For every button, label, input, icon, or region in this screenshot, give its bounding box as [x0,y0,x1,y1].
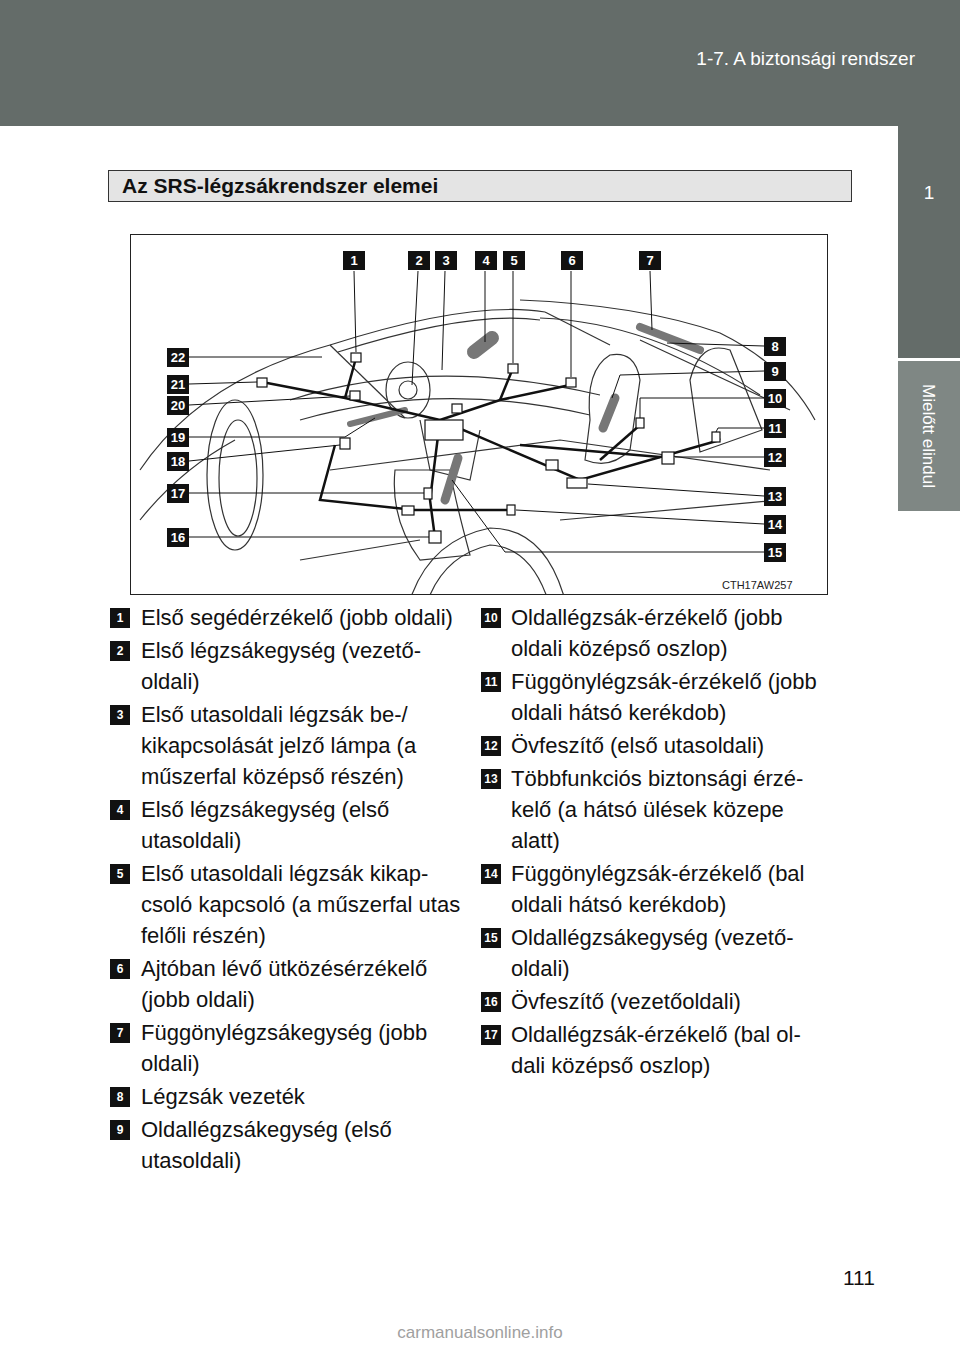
item-number: 10 [481,608,501,628]
item-number: 4 [110,800,130,820]
item-number: 5 [110,864,130,884]
item-text: Függönylégzsákegység (jobb oldali) [141,1017,471,1079]
callout-number: 1 [343,251,365,270]
item-text: Övfeszítő (vezetőoldali) [511,986,833,1017]
callout-number: 14 [764,515,786,534]
item-number: 8 [110,1087,130,1107]
item-text: Első segédérzékelő (jobb oldali) [141,602,471,633]
callout-number: 7 [639,251,661,270]
callout-number: 20 [167,396,189,415]
item-text: Első légzsákegység (első utasoldali) [141,794,471,856]
item-number: 9 [110,1120,130,1140]
page-number: 111 [843,1265,875,1291]
item-number: 7 [110,1023,130,1043]
callout-number: 21 [167,375,189,394]
callout-number: 9 [764,362,786,381]
chapter-tab [898,126,960,358]
item-text: Első utasoldali légzsák kikap- csoló kap… [141,858,471,951]
item-number: 3 [110,705,130,725]
callout-number: 15 [764,543,786,562]
item-number: 17 [481,1025,501,1045]
item-text: Oldallégzsákegység (első utasoldali) [141,1114,471,1176]
car-illustration [140,300,815,594]
heading-box [109,171,852,202]
figure-code: CTH17AW257 [722,579,793,592]
item-number: 14 [481,864,501,884]
chapter-number: 1 [898,181,960,205]
item-text: Oldallégzsák-érzékelő (bal ol- dali közé… [511,1019,833,1081]
item-text: Övfeszítő (első utasoldali) [511,730,833,761]
item-text: Oldallégzsákegység (vezető- oldali) [511,922,833,984]
callout-number: 22 [167,348,189,367]
callout-number: 13 [764,487,786,506]
callout-number: 11 [764,419,786,438]
item-number: 2 [110,641,130,661]
header-band [0,0,960,126]
item-number: 16 [481,992,501,1012]
callout-number: 8 [764,337,786,356]
callout-number: 2 [408,251,430,270]
callout-number: 3 [435,251,457,270]
callout-number: 17 [167,484,189,503]
item-number: 13 [481,769,501,789]
item-number: 1 [110,608,130,628]
callout-number: 12 [764,448,786,467]
item-text: Ajtóban lévő ütközésérzékelő (jobb oldal… [141,953,471,1015]
item-text: Első utasoldali légzsák be-/ kikapcsolás… [141,699,471,792]
item-number: 15 [481,928,501,948]
chapter-name-tab [898,361,960,511]
item-text: Első légzsákegység (vezető- oldali) [141,635,471,697]
leader-lines [189,271,764,552]
watermark: carmanualsonline.info [0,1322,960,1344]
callout-number: 19 [167,428,189,447]
item-text: Többfunkciós biztonsági érzé- kelő (a há… [511,763,833,856]
item-number: 11 [481,672,501,692]
callout-number: 18 [167,452,189,471]
item-text: Függönylégzsák-érzékelő (bal oldali háts… [511,858,833,920]
callout-number: 5 [503,251,525,270]
callout-number: 10 [764,389,786,408]
item-number: 6 [110,959,130,979]
callout-number: 6 [561,251,583,270]
running-header: 1-7. A biztonsági rendszer [696,47,915,71]
item-text: Függönylégzsák-érzékelő (jobb oldali hát… [511,666,833,728]
callout-number: 4 [475,251,497,270]
item-text: Légzsák vezeték [141,1081,471,1112]
item-number: 12 [481,736,501,756]
item-text: Oldallégzsák-érzékelő (jobb oldali közép… [511,602,833,664]
diagram-frame [131,235,828,595]
callout-number: 16 [167,528,189,547]
section-heading: Az SRS-légzsákrendszer elemei [122,172,438,200]
chapter-name: Mielőtt elindul [918,384,938,488]
